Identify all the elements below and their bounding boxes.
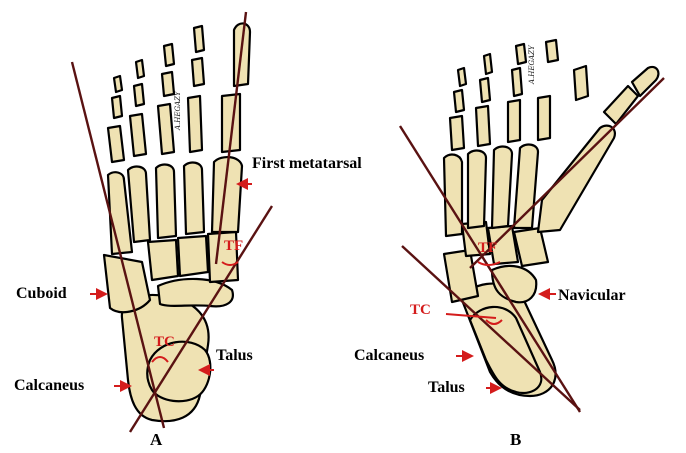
tf-angle-label-a: TF xyxy=(224,238,243,254)
phalanx-4-prox-a xyxy=(130,114,146,156)
phalanx-3-mid-a xyxy=(162,72,174,96)
cuneiform-medial-b xyxy=(514,228,548,266)
tc-angle-label-a: TC xyxy=(154,334,175,350)
cuboid-bone-b xyxy=(444,250,478,302)
phalanx-4-prox-b xyxy=(476,106,490,146)
phalanx-5-mid-b xyxy=(454,90,464,112)
phalanx-5-prox-a xyxy=(108,126,124,162)
phalanx-3-mid-b xyxy=(512,68,522,96)
metatarsal-3-b xyxy=(492,147,512,228)
signature-a: A.HEGAZY xyxy=(174,90,182,131)
phalanx-5-dist-a xyxy=(114,76,122,92)
first-metatarsal-label: First metatarsal xyxy=(252,155,362,172)
metatarsal-2-b xyxy=(514,145,538,228)
phalanx-2-prox-a xyxy=(188,96,202,152)
phalanx-5-dist-b xyxy=(458,68,466,86)
talus-label-b: Talus xyxy=(428,379,465,396)
phalanx-3-dist-b xyxy=(516,44,526,64)
metatarsal-4-b xyxy=(468,151,486,228)
talus-label-a: Talus xyxy=(216,347,253,364)
navicular-bone-a xyxy=(158,279,233,306)
talus-bone-a xyxy=(147,342,210,402)
cuneiform-lateral-a xyxy=(148,240,178,280)
phalanx-3-prox-b xyxy=(508,100,520,142)
panel-label-a: A xyxy=(150,430,163,449)
calcaneus-label-a: Calcaneus xyxy=(14,377,84,394)
phalanx-4-mid-b xyxy=(480,78,490,102)
phalanx-2-mid-b xyxy=(574,66,588,100)
phalanx-1-prox-b xyxy=(604,86,638,124)
phalanx-4-dist-a xyxy=(136,60,144,78)
calcaneus-label-b: Calcaneus xyxy=(354,347,424,364)
phalanx-2-dist-b xyxy=(546,40,558,62)
phalanx-5-prox-b xyxy=(450,116,464,150)
cuboid-label: Cuboid xyxy=(16,285,67,302)
metatarsal-3-a xyxy=(156,165,176,238)
phalanx-4-mid-a xyxy=(134,84,144,106)
navicular-label: Navicular xyxy=(558,287,626,304)
phalanx-3-prox-a xyxy=(158,104,174,154)
phalanx-5-mid-a xyxy=(112,96,122,118)
phalanx-2-mid-a xyxy=(192,58,204,86)
phalanx-2-prox-b xyxy=(538,96,550,140)
metatarsal-2-a xyxy=(184,163,204,234)
panel-a: TF TC A.HEGAZY First metatarsal Cuboid T… xyxy=(14,12,362,449)
signature-b: A.HEGAZY xyxy=(528,44,536,85)
phalanx-4-dist-b xyxy=(484,54,492,74)
phalanx-3-dist-a xyxy=(164,44,174,66)
cuneiform-middle-a xyxy=(178,236,208,276)
panel-b: TF TC A.HEGAZY Navicular Calcaneus Talus… xyxy=(354,40,664,449)
tc-angle-label-b: TC xyxy=(410,302,431,318)
phalanx-2-dist-a xyxy=(194,26,204,52)
metatarsal-4-a xyxy=(128,167,150,242)
phalanx-1-dist-b xyxy=(632,67,658,96)
tf-angle-label-b: TF xyxy=(478,240,497,256)
metatarsal-5-b xyxy=(444,155,462,236)
first-metatarsal-bone-b xyxy=(538,126,615,232)
panel-label-b: B xyxy=(510,430,521,449)
